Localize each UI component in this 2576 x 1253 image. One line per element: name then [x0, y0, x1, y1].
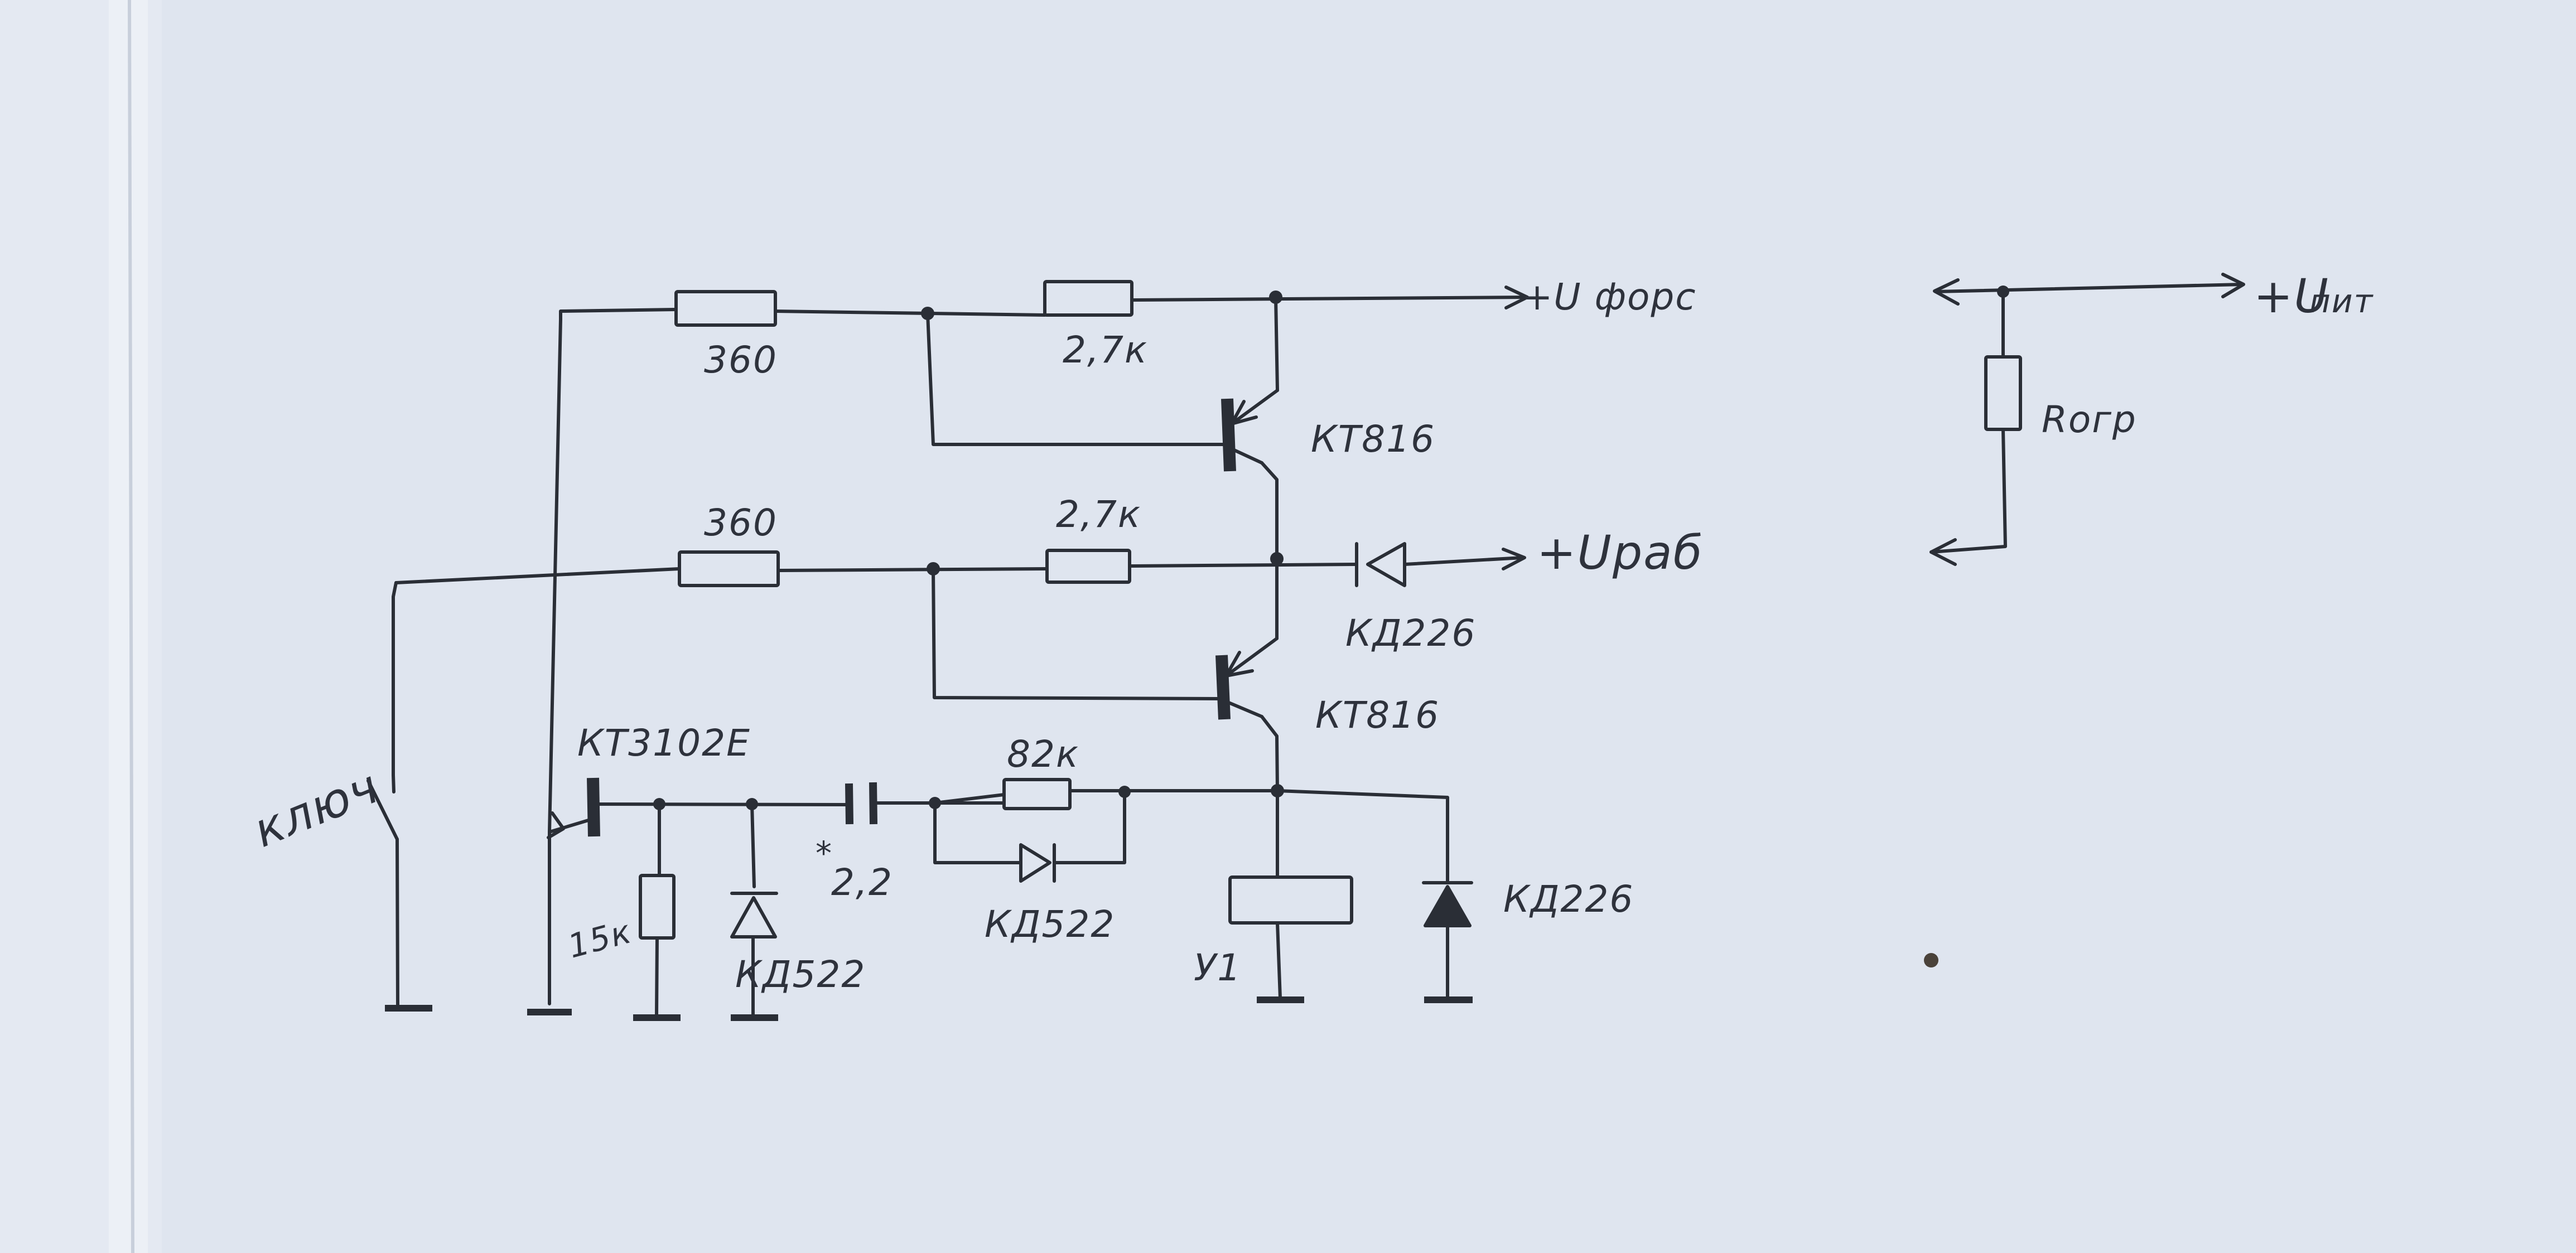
- label-supply-forced: +U форс: [1522, 275, 1697, 318]
- emitter-arrow-icon: [547, 811, 565, 839]
- ground-symbols: [385, 996, 1473, 1021]
- label-r-series: 82к: [1007, 733, 1079, 776]
- emitter-arrow-icon: [1230, 400, 1258, 425]
- label-supply-right-sub: пит: [2309, 282, 2374, 320]
- junctions: [653, 286, 2009, 810]
- arrow-left-top-icon: [1933, 278, 1960, 306]
- junction-dot: [1269, 291, 1282, 304]
- label-d-zener: КД522: [735, 953, 866, 996]
- label-coil: У1: [1194, 946, 1242, 989]
- label-r-top-left: 360: [704, 338, 778, 381]
- junction-dot: [927, 562, 940, 575]
- junction-dot: [1270, 552, 1284, 565]
- paper-speck: [1924, 953, 1938, 967]
- resistor-top-left: [674, 290, 777, 327]
- junction-dot: [1271, 784, 1284, 797]
- diode-parallel: [1019, 843, 1056, 883]
- arrow-right-supply-icon: [2221, 273, 2245, 298]
- junction-dot: [929, 797, 941, 809]
- transistor-top: [1221, 389, 1279, 472]
- resistor-bias: [639, 874, 676, 940]
- diode-mid: [1355, 542, 1406, 587]
- junction-dot: [1118, 786, 1131, 798]
- label-q-top: КТ816: [1311, 418, 1435, 461]
- emitter-arrow-icon: [1224, 651, 1254, 678]
- arrow-left-bottom-icon: [1929, 538, 1957, 566]
- label-supply-right: +U: [2254, 269, 2329, 323]
- resistor-top-right: [1043, 280, 1133, 317]
- resistor-series: [1002, 778, 1072, 810]
- label-r-top-right: 2,7к: [1063, 328, 1148, 371]
- resistor-mid-right: [1045, 549, 1131, 584]
- label-supply-work: +Uраб: [1537, 525, 1703, 580]
- label-cap: 2,2: [831, 861, 893, 904]
- junction-dot: [653, 798, 665, 810]
- label-r-mid-right: 2,7к: [1056, 493, 1141, 536]
- labels: 360 2,7к +U форс КТ816 360 2,7к +Uраб КД…: [246, 269, 2374, 996]
- label-d-clamp: КД226: [1503, 878, 1634, 921]
- junction-dot: [746, 798, 758, 810]
- transistor-mid: [1215, 637, 1279, 720]
- label-d-mid: КД226: [1345, 612, 1476, 655]
- relay-coil: [1228, 875, 1353, 925]
- arrows: [1502, 273, 2245, 570]
- diode-zener: [730, 892, 778, 938]
- junction-dot: [921, 307, 934, 320]
- resistors: [639, 280, 2022, 940]
- label-r-limit: Rогр: [2042, 398, 2137, 441]
- label-r-mid-left: 360: [704, 501, 778, 544]
- arrow-work-supply-icon: [1502, 548, 1526, 570]
- diode-clamp: [1422, 881, 1473, 927]
- switch-contact: [366, 773, 399, 841]
- label-d-parallel: КД522: [985, 903, 1115, 946]
- resistor-mid-left: [678, 550, 780, 587]
- label-q-mid: КТ816: [1315, 694, 1440, 737]
- arrow-forced-supply-icon: [1504, 286, 1529, 309]
- resistor-limit: [1984, 355, 2022, 431]
- capacitor: [845, 782, 877, 825]
- transistor-input: [547, 777, 600, 839]
- label-q-input: КТ3102Е: [577, 722, 751, 765]
- junction-dot: [1997, 286, 2009, 298]
- label-cap-mark: *: [816, 834, 833, 872]
